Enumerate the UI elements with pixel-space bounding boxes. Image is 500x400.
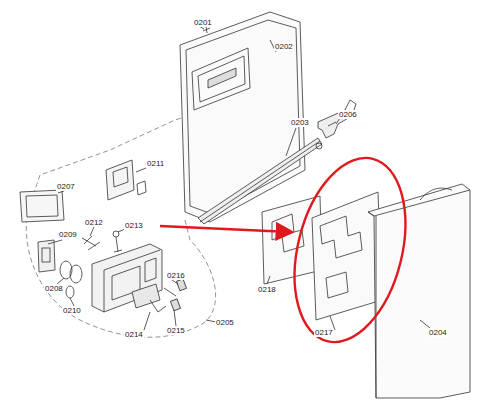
- callout-number: 0205: [215, 318, 235, 327]
- callout-number: 0203: [290, 118, 310, 127]
- callout-number: 0217: [314, 328, 334, 337]
- callout-number: 0208: [44, 284, 64, 293]
- callout-number: 0216: [166, 271, 186, 280]
- callout-number: 0202: [274, 42, 294, 51]
- callout-number: 0213: [124, 221, 144, 230]
- callout-number: 0218: [257, 285, 277, 294]
- callout-number: 0209: [58, 230, 78, 239]
- callout-number: 0207: [56, 182, 76, 191]
- callout-number: 0212: [84, 218, 104, 227]
- callout-number: 0201: [193, 18, 213, 27]
- callout-number: 0206: [338, 110, 358, 119]
- callout-number: 0211: [146, 159, 165, 168]
- callout-number: 0215: [166, 326, 186, 335]
- callout-number: 0204: [428, 328, 448, 337]
- callout-number: 0214: [124, 330, 144, 339]
- callout-number: 0210: [62, 306, 82, 315]
